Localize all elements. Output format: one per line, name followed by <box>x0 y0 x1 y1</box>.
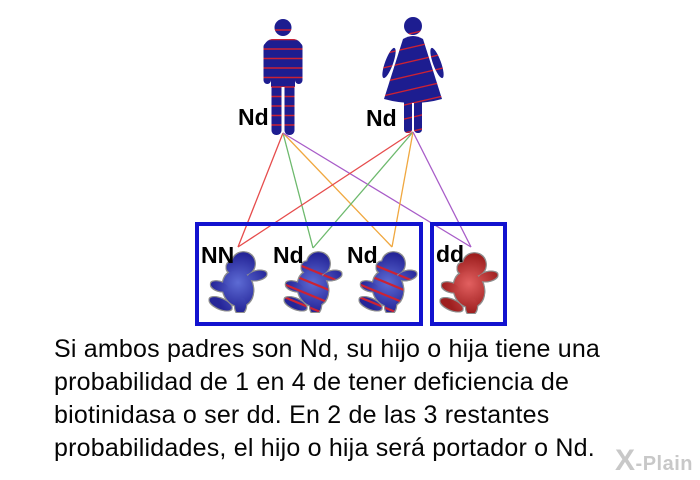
father-silhouette <box>263 19 303 135</box>
caption-line-2: probabilidad de 1 en 4 de tener deficien… <box>54 368 570 396</box>
baby-figure-nd-1 <box>282 252 343 312</box>
baby-nd-1-label: Nd <box>273 242 304 268</box>
father-genotype-label: Nd <box>238 104 269 130</box>
caption-line-1: Si ambos padres son Nd, su hijo o hija t… <box>54 335 601 363</box>
baby-figure-nd-2 <box>357 252 418 312</box>
caption-line-3: biotinidasa o ser dd. En 2 de las 3 rest… <box>54 401 550 429</box>
baby-dd-label: dd <box>436 241 465 267</box>
xplain-watermark: X-Plain <box>615 444 693 477</box>
baby-nd-2-label: Nd <box>347 242 378 268</box>
caption: Si ambos padres son Nd, su hijo o hija t… <box>54 333 674 465</box>
mother-figure <box>379 17 447 133</box>
baby-nn-label: NN <box>201 242 235 268</box>
father-figure <box>263 19 303 135</box>
mother-genotype-label: Nd <box>366 105 397 131</box>
caption-line-4: probabilidades, el hijo o hija será port… <box>54 434 595 462</box>
